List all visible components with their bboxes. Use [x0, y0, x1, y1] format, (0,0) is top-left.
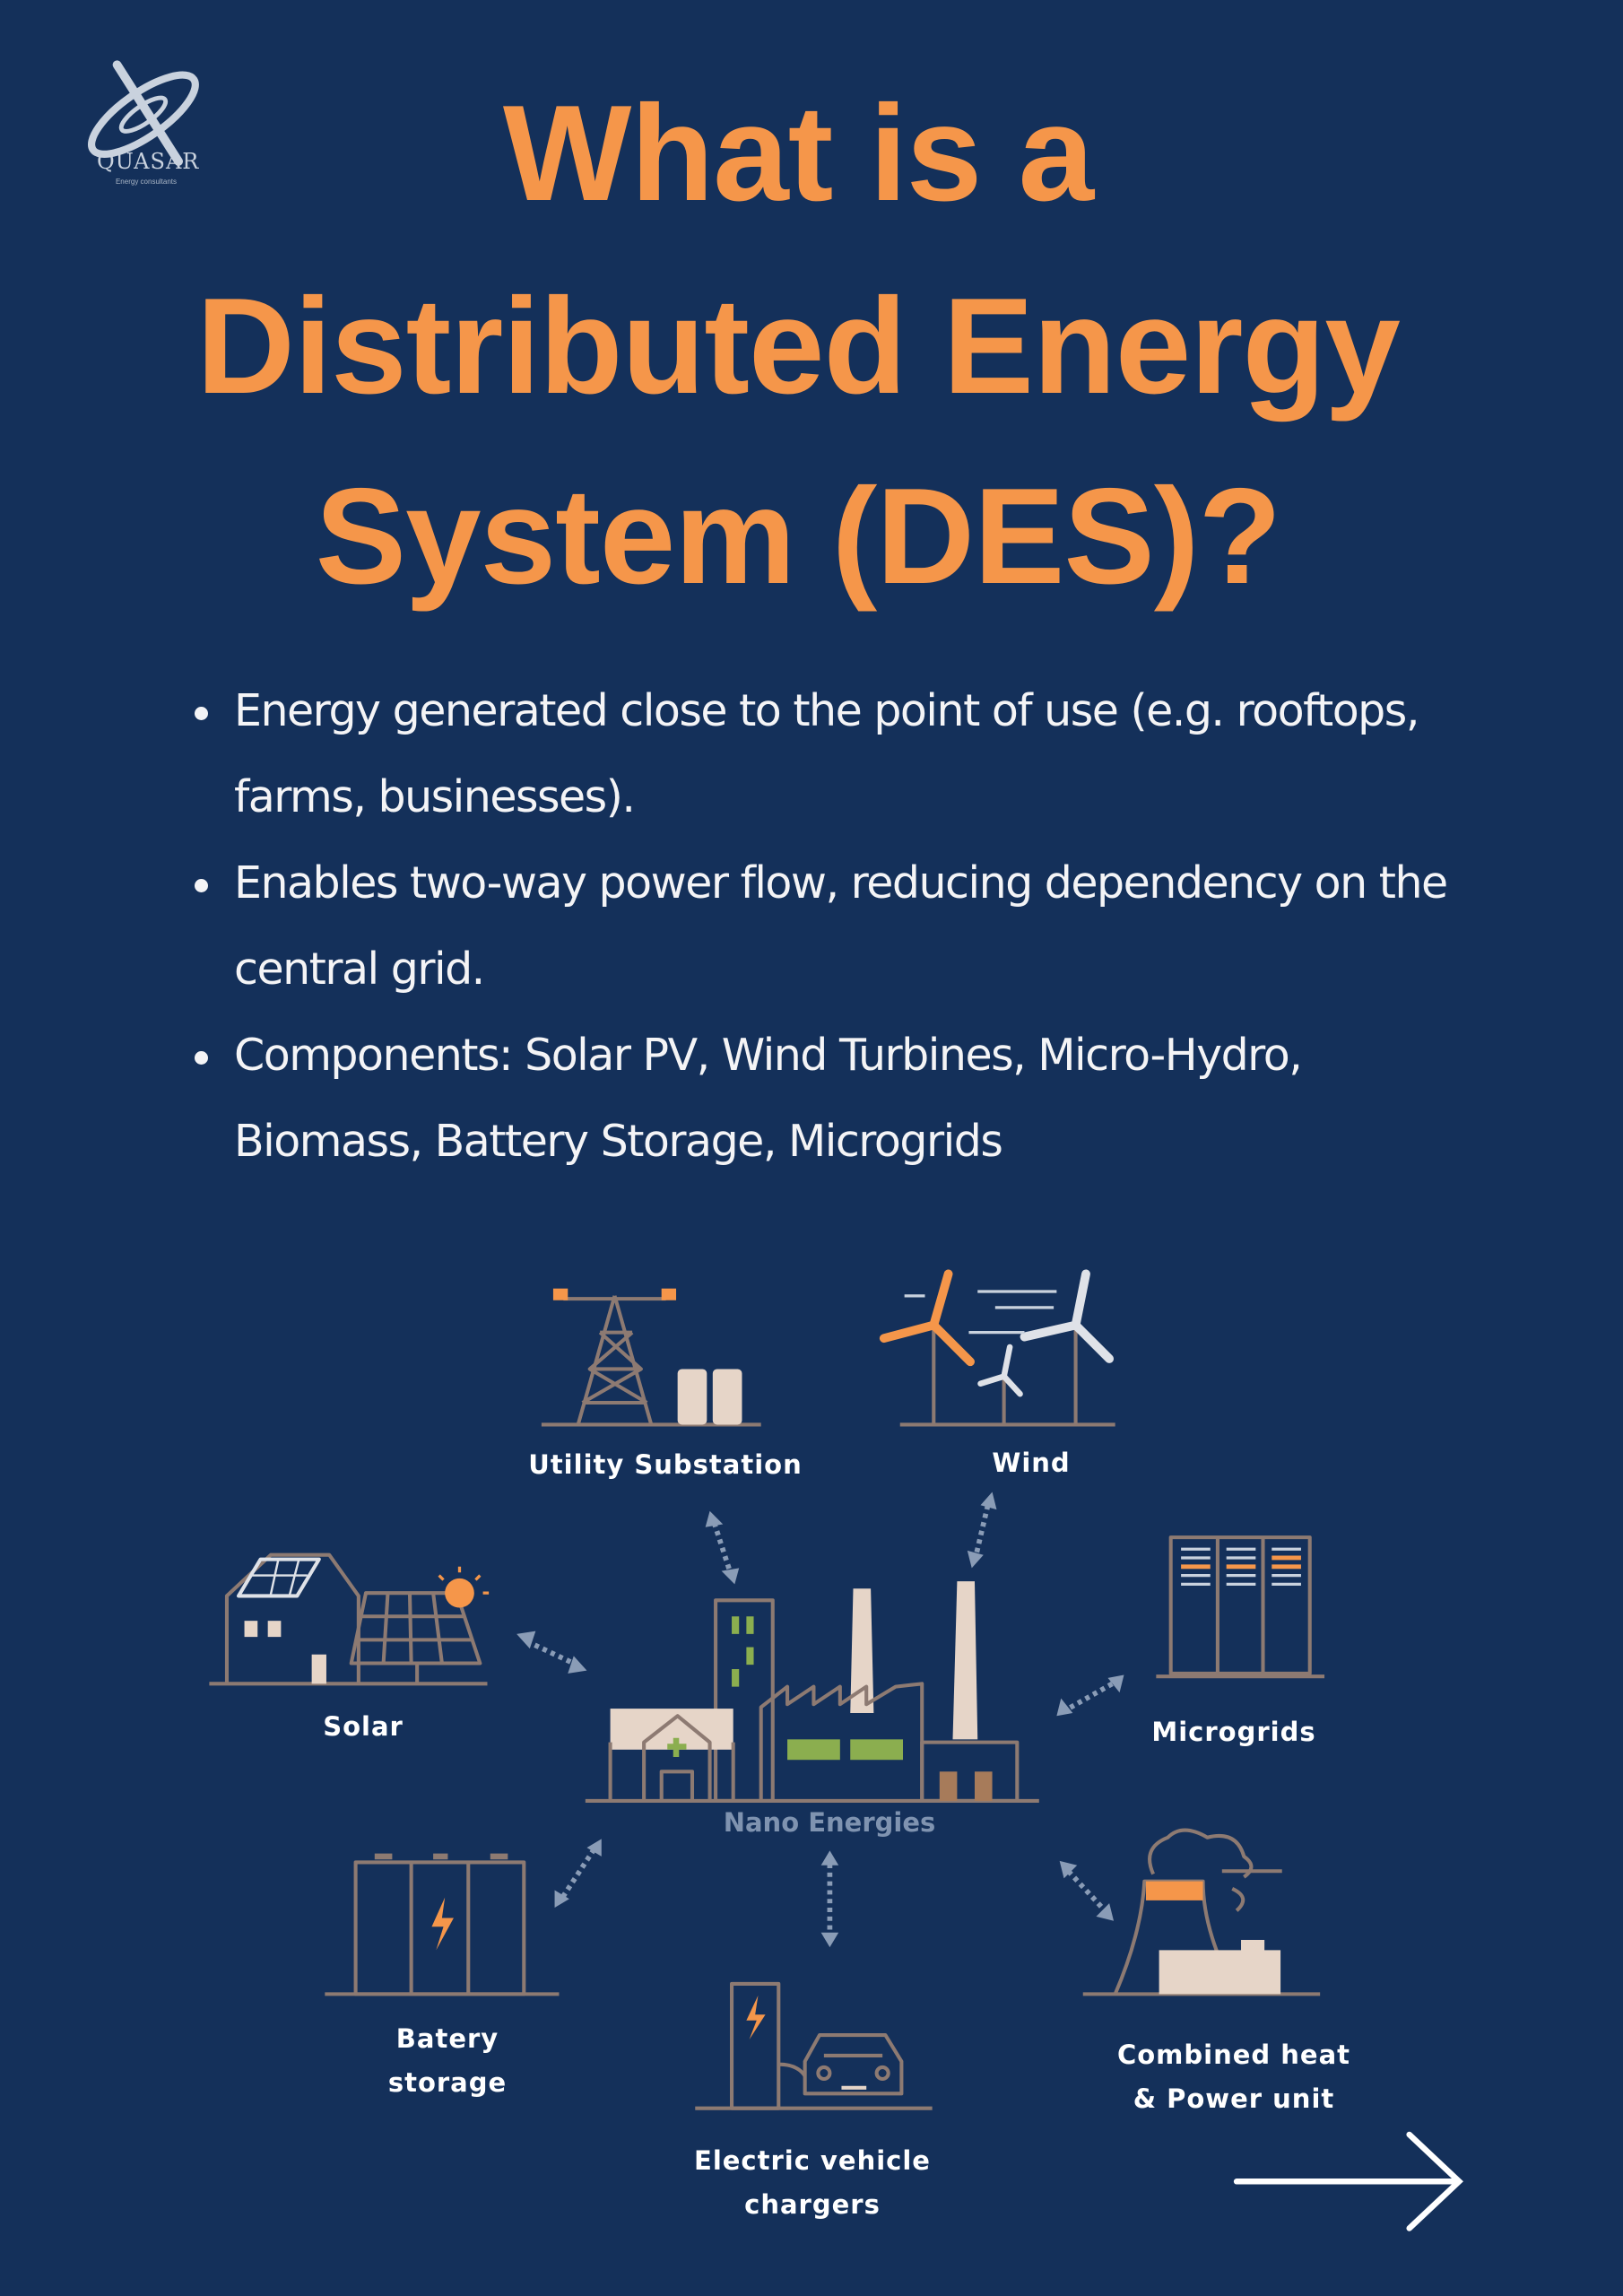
label-line: chargers [744, 2189, 881, 2220]
quasar-logo-icon [87, 60, 199, 166]
combined-heat-power-icon [1082, 1828, 1321, 1996]
bullet-list: Energy generated close to the point of u… [193, 668, 1448, 1185]
label-wind: Wind [992, 1448, 1071, 1478]
bullet-item: Components: Solar PV, Wind Turbines, Mic… [193, 1013, 1448, 1185]
label-ev-chargers: Electric vehicle chargers [694, 2139, 931, 2227]
label-line: & Power unit [1133, 2083, 1335, 2114]
ev-charger-icon [695, 1981, 933, 2110]
utility-substation-icon [541, 1288, 761, 1427]
page-title-line-3: System (DES)? [315, 460, 1282, 613]
bullet-item: Energy generated close to the point of u… [193, 668, 1448, 840]
label-line: Electric vehicle [694, 2145, 931, 2176]
label-battery-storage: Batery storage [388, 2017, 507, 2105]
wind-turbines-icon [879, 1269, 1115, 1427]
label-line: Batery [395, 2023, 499, 2054]
microgrids-icon [1156, 1535, 1325, 1679]
next-slide-button[interactable] [1228, 2126, 1471, 2233]
page-title-line-1: What is a [502, 77, 1094, 230]
nano-energies-factory-icon [585, 1581, 1039, 1803]
label-solar: Solar [323, 1711, 404, 1742]
label-utility-substation: Utility Substation [528, 1449, 803, 1480]
brand-tagline: Energy consultants [115, 178, 178, 186]
label-line: storage [387, 2067, 508, 2098]
label-line: Combined heat [1116, 2039, 1351, 2070]
page-title-line-2: Distributed Energy [196, 270, 1401, 422]
label-chp-unit: Combined heat & Power unit [1117, 2033, 1350, 2121]
solar-house-icon [209, 1552, 490, 1686]
flow-arrows-icon [525, 1504, 1114, 1936]
bullet-item: Enables two-way power flow, reducing dep… [193, 840, 1448, 1013]
brand-name: QUASAR [97, 149, 200, 174]
label-nano-energies: Nano Energies [723, 1807, 936, 1838]
label-microgrids: Microgrids [1151, 1717, 1316, 1747]
battery-storage-icon [325, 1853, 560, 1996]
arrow-right-icon [1233, 2131, 1463, 2231]
